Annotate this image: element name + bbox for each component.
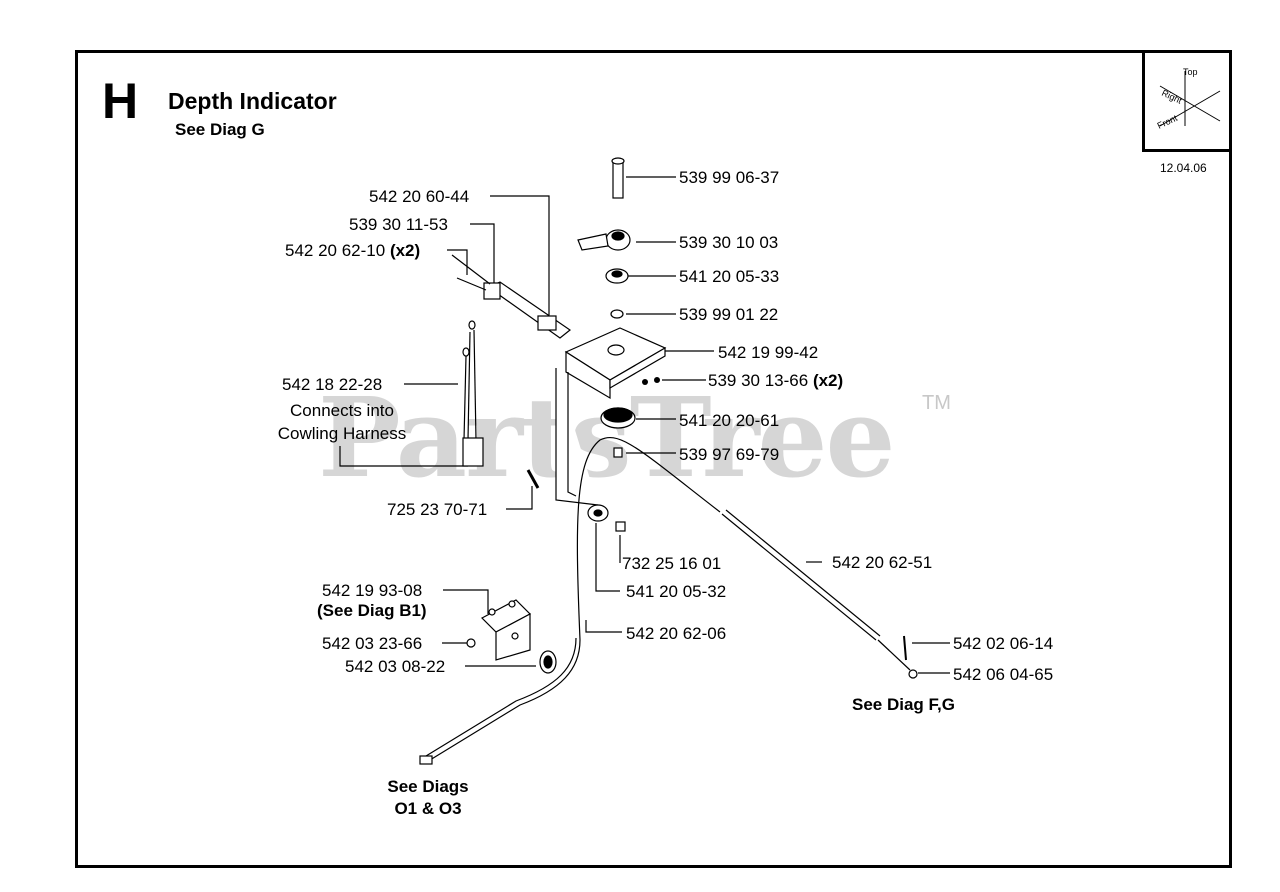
part-label: 542 20 60-44 bbox=[369, 187, 470, 206]
spacer-part bbox=[605, 268, 629, 284]
mount-bracket-part bbox=[481, 599, 531, 661]
cable-part bbox=[576, 436, 911, 671]
part-quantity: (x2) bbox=[812, 371, 844, 390]
part-label: 542 19 99-42 bbox=[718, 343, 819, 362]
bracket-plate-part bbox=[555, 327, 667, 506]
part-label: 542 20 62-06 bbox=[626, 624, 727, 643]
part-label: 732 25 16 01 bbox=[622, 554, 722, 573]
part-label: 542 03 23-66 bbox=[322, 634, 423, 653]
pulley-part bbox=[587, 504, 609, 522]
part-label: 539 30 10 03 bbox=[679, 233, 779, 252]
part-label: 542 20 62-51 bbox=[832, 553, 933, 572]
switch-shaft-part bbox=[451, 254, 572, 339]
leader-p12-bracket bbox=[339, 446, 468, 467]
leader-p9 bbox=[490, 195, 550, 315]
leader-p10 bbox=[470, 223, 495, 284]
part-number: 539 30 13-66 bbox=[708, 371, 809, 390]
part-note: Cowling Harness bbox=[277, 424, 407, 443]
bolt-part bbox=[526, 469, 540, 489]
diagram-reference: See Diags bbox=[387, 777, 469, 796]
leader-p13 bbox=[506, 486, 533, 510]
part-label: 541 20 05-32 bbox=[626, 582, 727, 601]
part-label: 539 99 06-37 bbox=[679, 168, 780, 187]
part-label: 542 19 93-08 bbox=[322, 581, 423, 600]
revision-code: 12.04.06 bbox=[1160, 161, 1207, 175]
screw-part bbox=[642, 379, 648, 385]
washer-part bbox=[610, 309, 624, 319]
nut-part bbox=[613, 447, 623, 458]
part-label: 539 30 13-66 (x2) bbox=[708, 371, 843, 391]
lock-nut-part bbox=[615, 521, 626, 532]
clip-part bbox=[908, 669, 918, 679]
part-note: (See Diag B1) bbox=[317, 601, 427, 620]
diagram-reference: O1 & O3 bbox=[394, 799, 462, 818]
wire-harness-part bbox=[462, 320, 484, 467]
part-number: 542 20 62-10 bbox=[285, 241, 386, 260]
leader-p11 bbox=[447, 249, 468, 275]
pin-part bbox=[611, 157, 625, 199]
part-label: 542 20 62-10 (x2) bbox=[285, 241, 420, 261]
section-letter: H bbox=[102, 73, 139, 129]
part-label: 542 02 06-14 bbox=[953, 634, 1054, 653]
leader-p20 bbox=[585, 620, 622, 633]
diagram-title: Depth Indicator bbox=[168, 88, 337, 114]
orientation-compass: Top Right Front bbox=[1142, 51, 1232, 152]
compass-icon: Top Right Front bbox=[1156, 67, 1221, 131]
screw-part bbox=[654, 377, 660, 383]
indicator-lever-part bbox=[577, 229, 631, 251]
leader-p15 bbox=[595, 523, 620, 592]
diagram-subtitle: See Diag G bbox=[175, 120, 265, 139]
part-quantity: (x2) bbox=[389, 241, 421, 260]
part-note: Connects into bbox=[290, 401, 394, 420]
cotter-pin-part bbox=[903, 635, 907, 661]
part-label: 541 20 20-61 bbox=[679, 411, 780, 430]
knob-part bbox=[539, 650, 557, 674]
watermark-tm: TM bbox=[922, 392, 951, 414]
hex-nut-part bbox=[466, 638, 476, 648]
part-label: 542 06 04-65 bbox=[953, 665, 1054, 684]
compass-top-label: Top bbox=[1183, 67, 1198, 77]
leader-p17 bbox=[443, 589, 489, 614]
part-label: 539 30 11-53 bbox=[349, 215, 448, 234]
diagram-reference: See Diag F,G bbox=[852, 695, 955, 714]
part-label: 542 03 08-22 bbox=[345, 657, 446, 676]
part-label: 539 99 01 22 bbox=[679, 305, 779, 324]
part-label: 539 97 69-79 bbox=[679, 445, 780, 464]
lower-cable-part bbox=[419, 637, 581, 765]
diagram-frame bbox=[75, 50, 1232, 868]
part-label: 725 23 70-71 bbox=[387, 500, 488, 519]
float-disc-part bbox=[600, 407, 636, 429]
part-label: 541 20 05-33 bbox=[679, 267, 780, 286]
part-label: 542 18 22-28 bbox=[282, 375, 383, 394]
